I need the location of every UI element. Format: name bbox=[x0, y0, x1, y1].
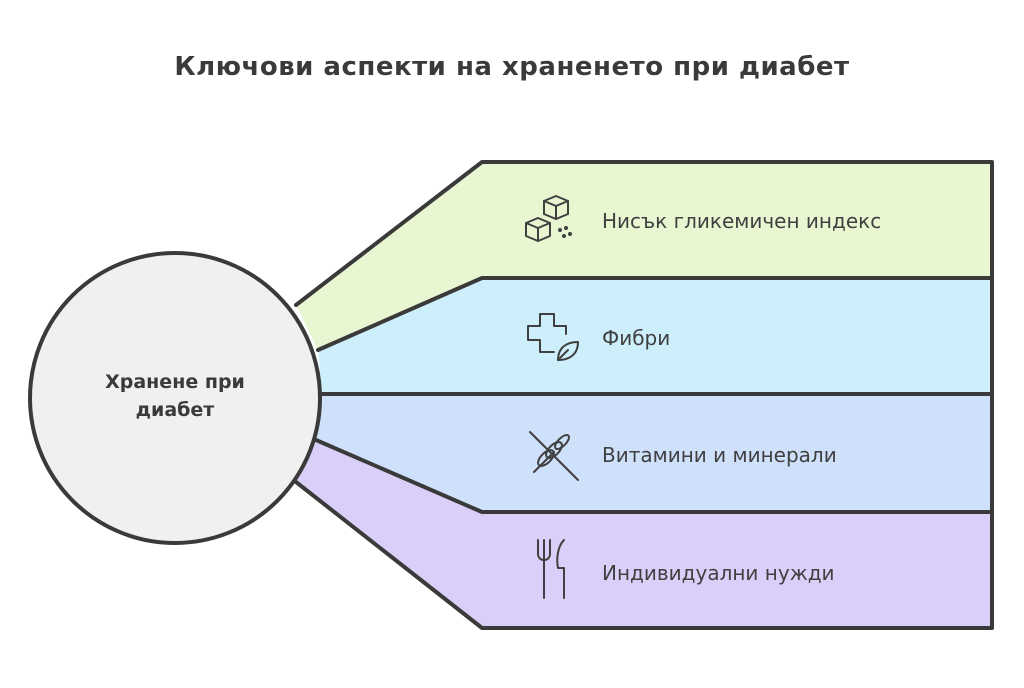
band-outlines bbox=[294, 160, 994, 630]
no-wheat-icon bbox=[529, 431, 579, 481]
hub-label-line-1: Хранене при bbox=[105, 371, 245, 393]
hub-label: Хранене при диабет bbox=[60, 368, 290, 424]
health-leaf-icon bbox=[527, 313, 579, 361]
fork-knife-icon bbox=[537, 539, 565, 599]
page-title: Ключови аспекти на храненето при диабет bbox=[174, 52, 850, 82]
band-label-vitamins: Витамини и минерали bbox=[602, 443, 837, 467]
band-label-fiber: Фибри bbox=[602, 326, 671, 350]
hub-circle bbox=[28, 251, 322, 545]
band-fill-individual bbox=[296, 440, 992, 628]
band-label-individual: Индивидуални нужди bbox=[602, 561, 835, 585]
hub-label-line-2: диабет bbox=[135, 399, 215, 421]
band-fill-vitamins bbox=[316, 394, 992, 512]
sugar-cubes-icon bbox=[525, 195, 572, 242]
band-fill-low-gi bbox=[296, 162, 992, 350]
band-fill-fiber bbox=[318, 278, 992, 394]
band-label-low-gi: Нисък гликемичен индекс bbox=[602, 209, 882, 233]
